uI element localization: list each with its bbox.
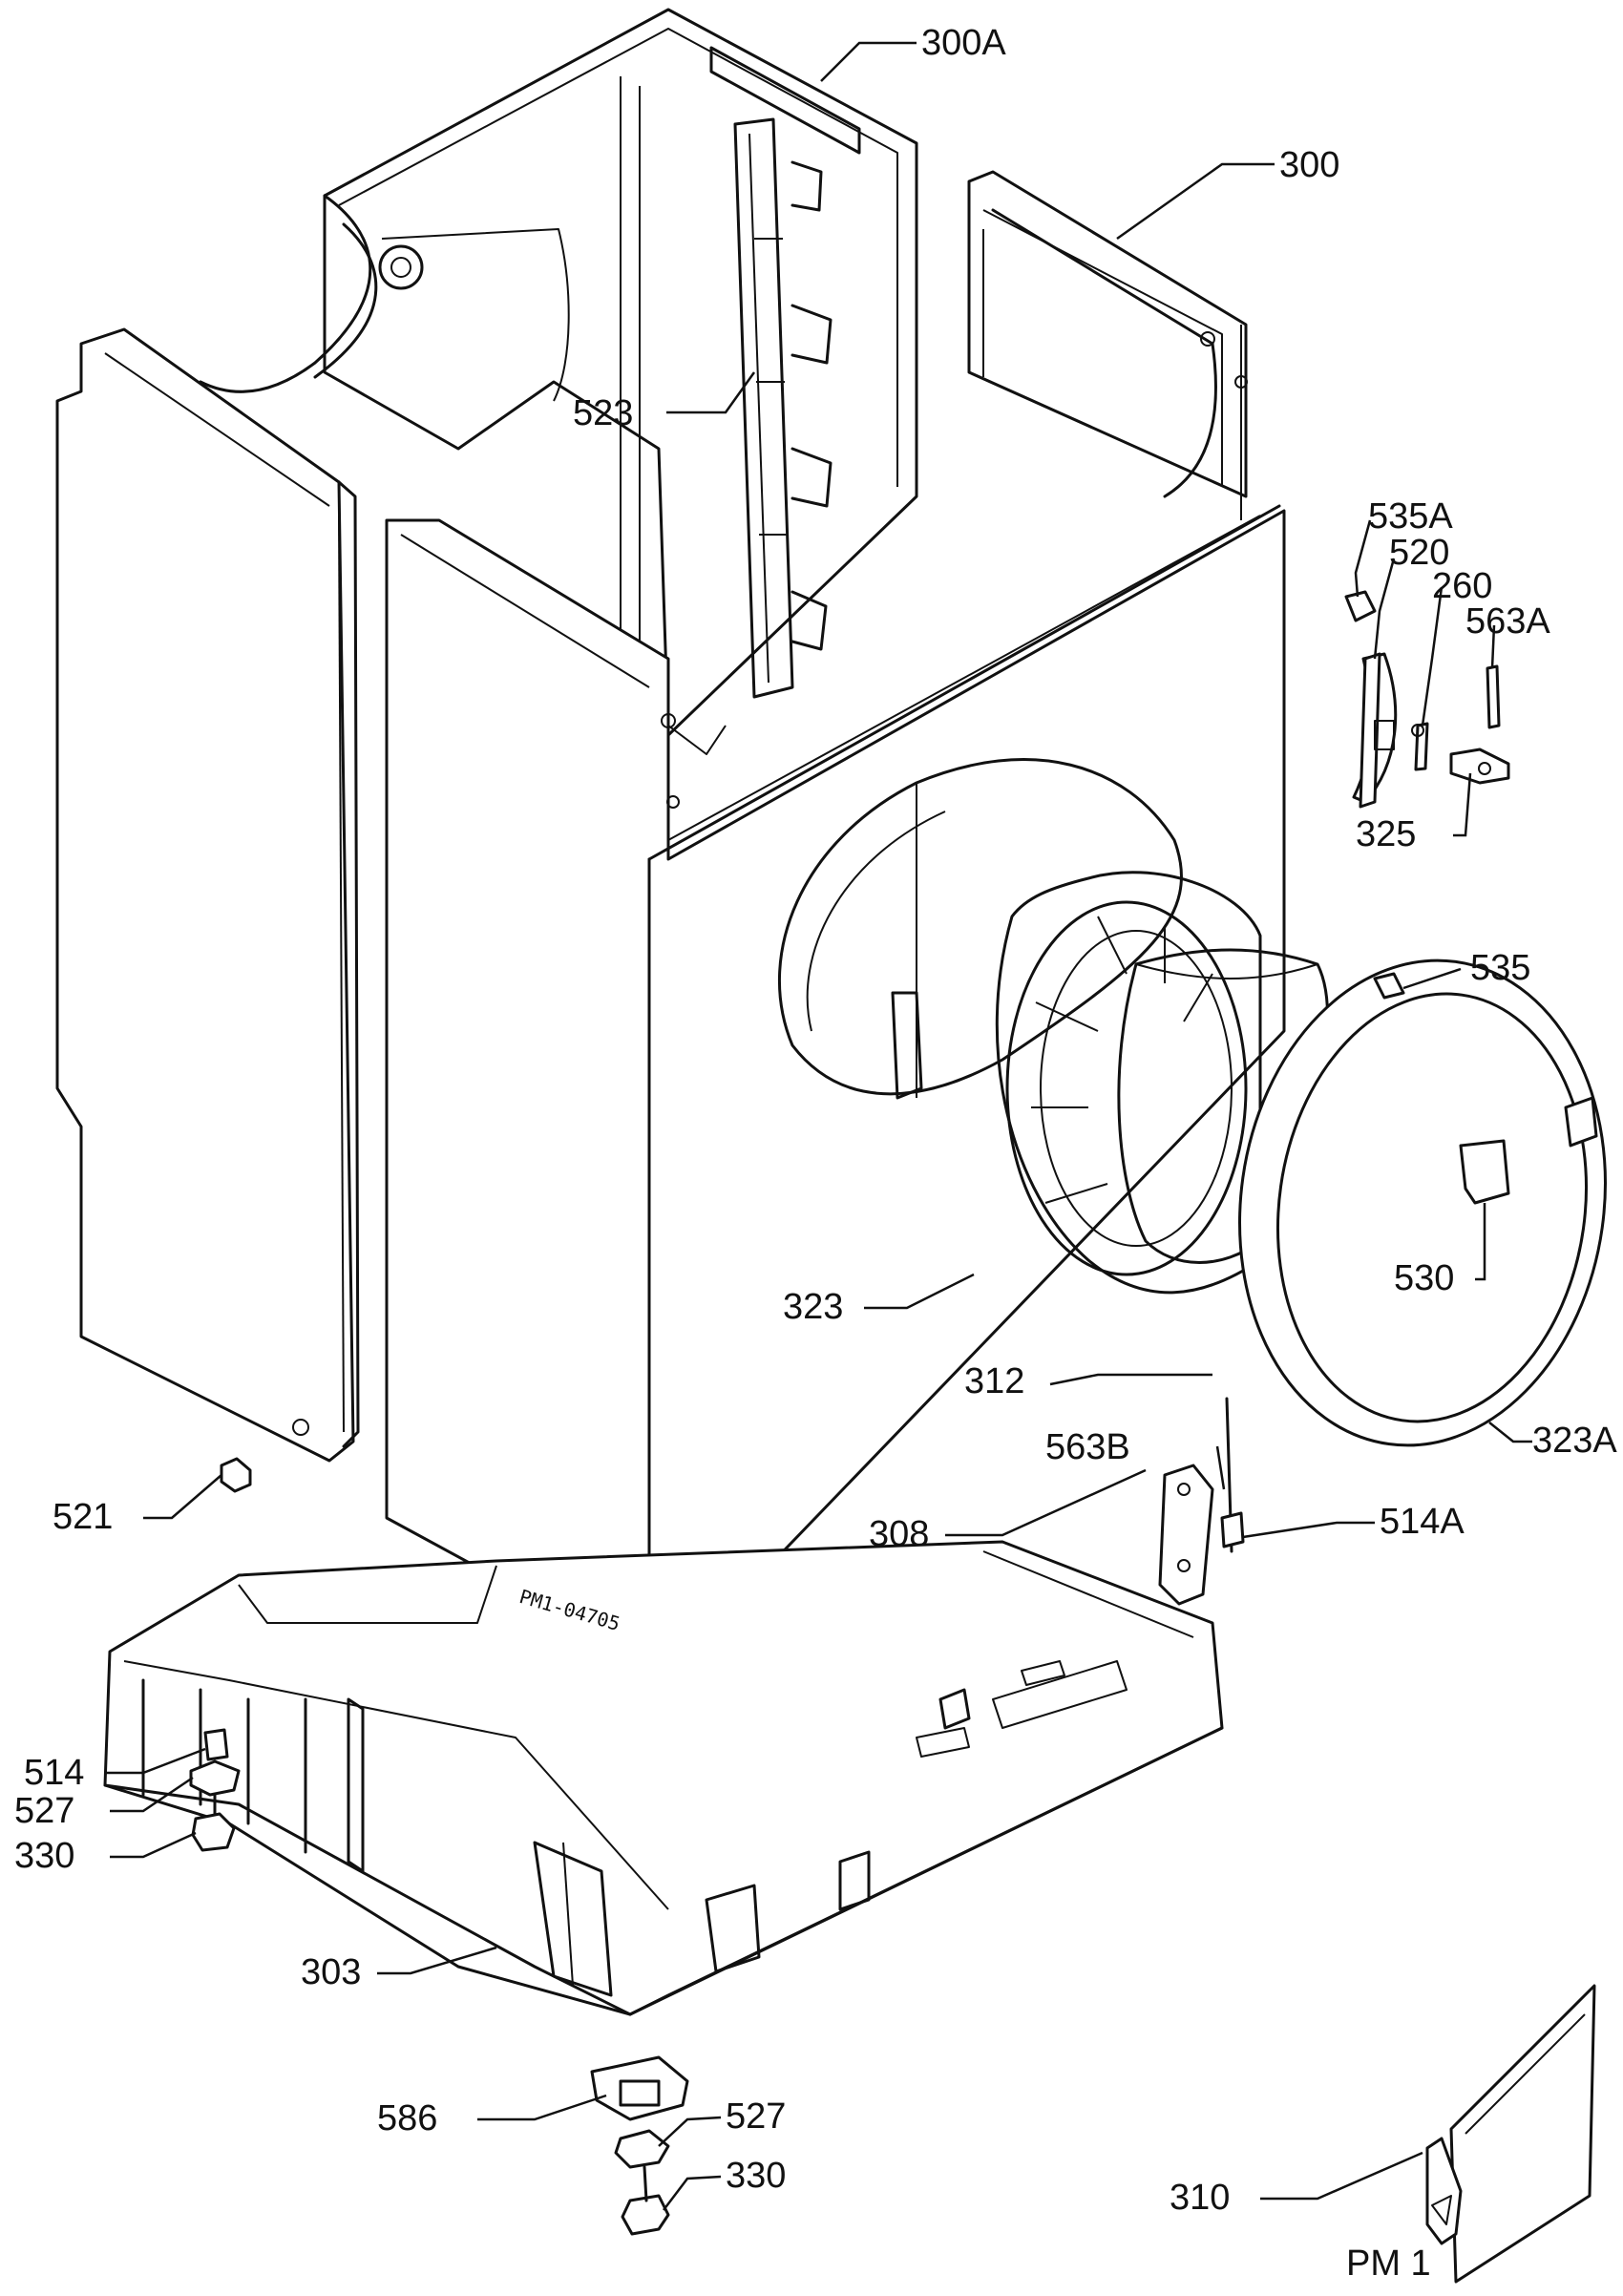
- label-300: 300: [1279, 145, 1340, 185]
- outer-door: [1238, 958, 1607, 1447]
- label-325: 325: [1356, 814, 1417, 854]
- label-308: 308: [869, 1514, 930, 1554]
- label-303: 303: [301, 1952, 362, 1992]
- left-side-panel: [55, 327, 360, 1463]
- label-563A: 563A: [1465, 601, 1550, 642]
- rear-bracket-strip: [733, 117, 833, 699]
- label-300A: 300A: [921, 23, 1006, 63]
- label-523: 523: [573, 393, 634, 433]
- label-330-bottom: 330: [726, 2156, 787, 2196]
- screw-521: [220, 1457, 252, 1493]
- adjustable-foot: [590, 2055, 689, 2236]
- service-cover: [1425, 1984, 1596, 2284]
- label-521: 521: [53, 1497, 114, 1537]
- label-535A: 535A: [1368, 496, 1453, 537]
- label-330-left: 330: [14, 1836, 75, 1876]
- label-323A: 323A: [1532, 1421, 1617, 1461]
- label-535: 535: [1470, 948, 1531, 988]
- label-514: 514: [24, 1753, 85, 1793]
- label-520: 520: [1389, 533, 1450, 573]
- label-312: 312: [964, 1361, 1025, 1401]
- label-514A: 514A: [1380, 1502, 1465, 1542]
- inner-door-ring: [995, 871, 1262, 1295]
- label-586: 586: [377, 2098, 438, 2138]
- door-lock-assembly: [1344, 590, 1510, 809]
- label-323: 323: [783, 1287, 844, 1327]
- base-frame: [103, 1540, 1224, 2016]
- leader-lines: [105, 41, 1532, 2211]
- sheet-code: PM 1: [1346, 2243, 1431, 2284]
- label-310: 310: [1170, 2178, 1231, 2218]
- front-cabinet: [385, 325, 1286, 1673]
- door-hinge: [1158, 1397, 1245, 1606]
- label-563B: 563B: [1045, 1427, 1130, 1467]
- label-527-left: 527: [14, 1791, 75, 1831]
- label-527-bottom: 527: [726, 2096, 787, 2137]
- right-side-frame: [967, 170, 1248, 498]
- label-530: 530: [1394, 1258, 1455, 1298]
- label-260: 260: [1432, 566, 1493, 606]
